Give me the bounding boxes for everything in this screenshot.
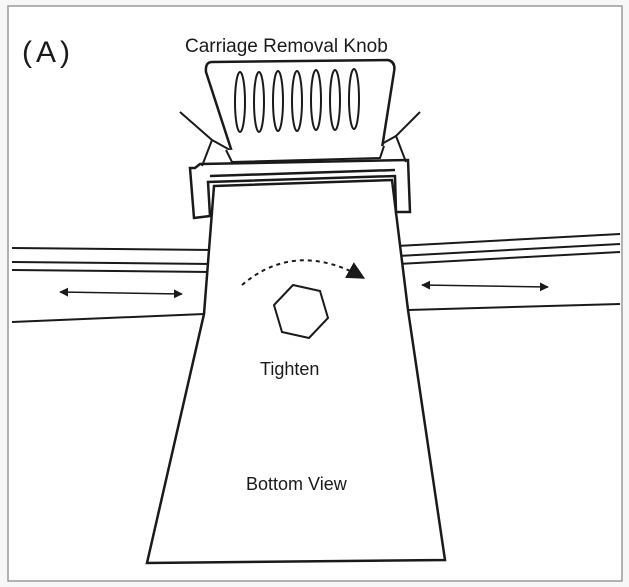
knob-grip-slots: [234, 68, 360, 133]
carriage-body: [145, 178, 447, 565]
hex-bolt-icon: [272, 283, 330, 340]
panel-label: (A): [22, 36, 74, 69]
knob-base: [225, 145, 385, 164]
right-rail: [396, 233, 621, 311]
rotate-clockwise-arrow-icon: [241, 259, 366, 286]
right-slide-arrow-icon: [421, 280, 549, 292]
left-rail: [11, 247, 215, 323]
bottom-view-label: Bottom View: [246, 474, 348, 494]
knob-label: Carriage Removal Knob: [185, 36, 388, 57]
carriage-bracket: [188, 158, 412, 220]
tighten-label: Tighten: [260, 359, 319, 379]
left-slide-arrow-icon: [59, 287, 183, 299]
